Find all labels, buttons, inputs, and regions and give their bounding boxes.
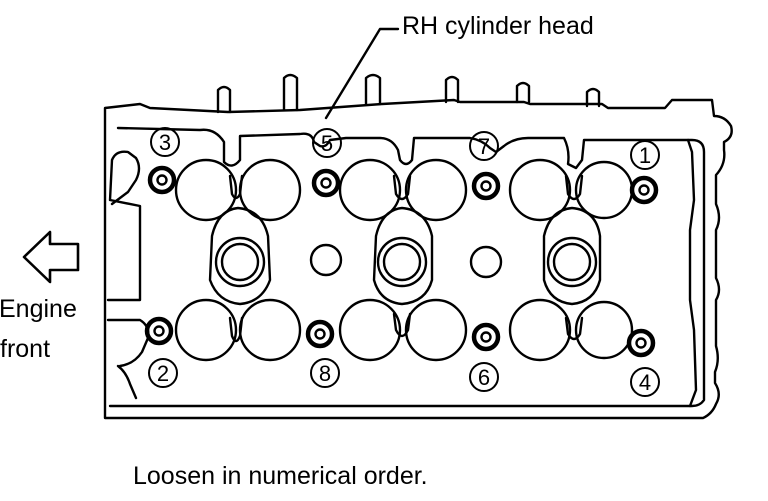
order-marker-5: 5 bbox=[312, 128, 342, 158]
bolt-6 bbox=[471, 322, 501, 352]
order-marker-7: 7 bbox=[469, 131, 499, 161]
passages bbox=[309, 243, 503, 279]
order-marker-3: 3 bbox=[150, 127, 180, 157]
right-side-features bbox=[686, 138, 698, 408]
engine-front-label-line2: front bbox=[0, 335, 51, 363]
caption: Loosen in numerical order. bbox=[133, 462, 428, 490]
order-number-2: 2 bbox=[157, 361, 169, 386]
order-markers: 1 2 3 4 5 6 7 8 bbox=[148, 127, 660, 397]
order-marker-2: 2 bbox=[148, 358, 178, 388]
head-bolts bbox=[144, 165, 659, 358]
bolt-3 bbox=[147, 165, 177, 195]
studs bbox=[216, 73, 601, 114]
spark-plug-holes bbox=[214, 236, 598, 288]
order-number-1: 1 bbox=[639, 143, 651, 168]
port-dividers bbox=[228, 174, 584, 343]
leader-line bbox=[324, 27, 400, 120]
head-outline bbox=[103, 98, 733, 420]
left-arrow-icon bbox=[22, 230, 80, 284]
order-number-5: 5 bbox=[321, 131, 333, 156]
order-number-4: 4 bbox=[639, 370, 651, 395]
order-number-7: 7 bbox=[478, 134, 490, 159]
order-number-6: 6 bbox=[478, 365, 490, 390]
plug-bosses bbox=[208, 206, 602, 306]
valve-ports bbox=[174, 158, 634, 362]
order-marker-4: 4 bbox=[630, 367, 660, 397]
order-marker-1: 1 bbox=[630, 140, 660, 170]
head-inner-outline bbox=[108, 126, 706, 408]
engine-front-label-line1: Engine bbox=[0, 295, 77, 323]
bolt-1 bbox=[629, 175, 659, 205]
left-side-features bbox=[106, 150, 150, 368]
rh-cylinder-head-label: RH cylinder head bbox=[402, 12, 594, 40]
bolt-5 bbox=[311, 168, 341, 198]
order-marker-8: 8 bbox=[310, 358, 340, 388]
bolt-2 bbox=[144, 316, 174, 346]
order-marker-6: 6 bbox=[469, 362, 499, 392]
bolt-4 bbox=[626, 328, 656, 358]
order-number-8: 8 bbox=[319, 361, 331, 386]
bolt-8 bbox=[305, 319, 335, 349]
bolt-7 bbox=[471, 171, 501, 201]
order-number-3: 3 bbox=[159, 130, 171, 155]
